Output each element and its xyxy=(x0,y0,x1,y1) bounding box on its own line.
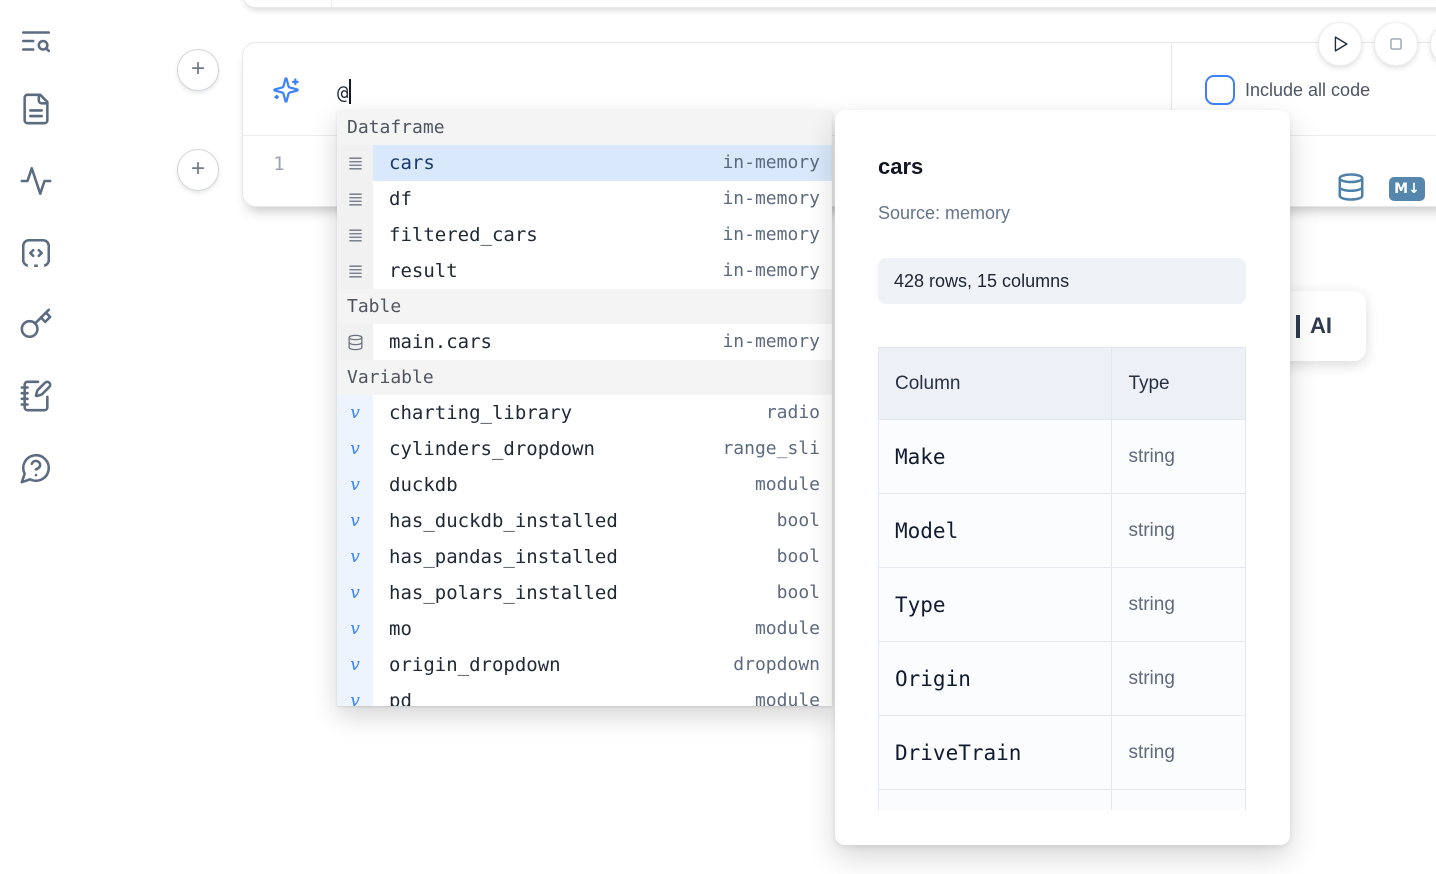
prompt-divider xyxy=(1171,43,1172,135)
help-circle-icon[interactable] xyxy=(19,451,53,485)
autocomplete-item-main.cars[interactable]: main.cars in-memory xyxy=(337,324,832,360)
preview-schema-row-clipped xyxy=(878,789,1246,810)
item-type: bool xyxy=(776,510,820,531)
dataframe-icon xyxy=(337,145,373,181)
preview-column-header: Column xyxy=(878,347,1113,420)
item-type: range_sli xyxy=(722,438,820,459)
autocomplete-item-result[interactable]: result in-memory xyxy=(337,253,832,289)
autocomplete-item-charting_library[interactable]: v charting_library radio xyxy=(337,395,832,431)
item-type: dropdown xyxy=(733,654,820,675)
item-name: filtered_cars xyxy=(389,224,538,246)
item-name: mo xyxy=(389,618,412,640)
sidebar xyxy=(0,0,70,874)
item-name: has_polars_installed xyxy=(389,582,618,604)
activity-icon[interactable] xyxy=(19,164,53,198)
item-name: cylinders_dropdown xyxy=(389,438,595,460)
notebook-pen-icon[interactable] xyxy=(19,379,53,413)
variable-icon: v xyxy=(337,575,373,611)
add-cell-button-top[interactable]: + xyxy=(177,49,219,91)
variable-icon: v xyxy=(337,683,373,706)
variable-icon: v xyxy=(337,467,373,503)
ai-button-partial-glyph xyxy=(1296,314,1300,338)
item-name: pd xyxy=(389,690,412,706)
database-output-icon[interactable] xyxy=(1336,171,1366,203)
stop-button[interactable] xyxy=(1374,22,1418,66)
autocomplete-section-dataframe: Dataframe xyxy=(337,110,832,145)
item-name: has_pandas_installed xyxy=(389,546,618,568)
editor-gutter-divider xyxy=(331,0,332,7)
include-all-code-checkbox[interactable] xyxy=(1205,75,1235,105)
item-type: bool xyxy=(776,582,820,603)
dataframe-preview-panel: cars Source: memory 428 rows, 15 columns… xyxy=(835,110,1290,845)
item-type: bool xyxy=(776,546,820,567)
dataframe-icon xyxy=(337,181,373,217)
autocomplete-item-df[interactable]: df in-memory xyxy=(337,181,832,217)
item-type: module xyxy=(754,474,820,495)
autocomplete-section-variable: Variable xyxy=(337,360,832,395)
code-square-dashed-icon[interactable] xyxy=(19,236,53,270)
autocomplete-item-filtered_cars[interactable]: filtered_cars in-memory xyxy=(337,217,832,253)
dataframe-icon xyxy=(337,253,373,289)
text-caret xyxy=(349,79,352,104)
dataframe-icon xyxy=(337,217,373,253)
code-line-number: 1 xyxy=(273,153,285,175)
sparkles-ai-icon xyxy=(272,76,300,104)
file-text-icon[interactable] xyxy=(19,92,53,126)
autocomplete-item-has_pandas_installed[interactable]: v has_pandas_installed bool xyxy=(337,539,832,575)
variable-icon: v xyxy=(337,611,373,647)
item-name: origin_dropdown xyxy=(389,654,561,676)
item-type: in-memory xyxy=(722,224,820,245)
autocomplete-item-has_polars_installed[interactable]: v has_polars_installed bool xyxy=(337,575,832,611)
item-type: module xyxy=(754,690,820,706)
preview-column-header: Type xyxy=(1111,347,1246,420)
item-name: duckdb xyxy=(389,474,458,496)
add-cell-button-bottom[interactable]: + xyxy=(177,149,219,191)
item-type: in-memory xyxy=(722,260,820,281)
item-type: in-memory xyxy=(722,331,820,352)
item-name: main.cars xyxy=(389,331,492,353)
item-name: has_duckdb_installed xyxy=(389,510,618,532)
item-name: charting_library xyxy=(389,402,573,424)
item-name: cars xyxy=(373,145,723,181)
include-all-code-label: Include all code xyxy=(1245,80,1371,100)
preview-source: Source: memory xyxy=(878,203,1011,223)
preview-title: cars xyxy=(878,154,924,179)
item-name: result xyxy=(389,260,458,282)
item-type: in-memory xyxy=(722,145,832,181)
variable-icon: v xyxy=(337,539,373,575)
item-type: radio xyxy=(765,402,820,423)
text-search-icon[interactable] xyxy=(19,24,53,58)
ai-prompt-input[interactable]: @ xyxy=(337,79,352,106)
preview-shape-badge: 428 rows, 15 columns xyxy=(878,258,1246,304)
ai-button-label: AI xyxy=(1310,313,1332,338)
play-button[interactable] xyxy=(1318,22,1362,66)
autocomplete-item-origin_dropdown[interactable]: v origin_dropdown dropdown xyxy=(337,647,832,683)
item-type: module xyxy=(754,618,820,639)
table-icon xyxy=(337,324,373,360)
previous-cell-fragment xyxy=(242,0,1436,8)
variable-icon: v xyxy=(337,647,373,683)
autocomplete-item-has_duckdb_installed[interactable]: v has_duckdb_installed bool xyxy=(337,503,832,539)
item-type: in-memory xyxy=(722,188,820,209)
variable-icon: v xyxy=(337,395,373,431)
markdown-badge-icon[interactable]: M↓ xyxy=(1389,177,1425,201)
item-name: df xyxy=(389,188,412,210)
key-icon[interactable] xyxy=(19,307,53,341)
variable-icon: v xyxy=(337,431,373,467)
autocomplete-item-cylinders_dropdown[interactable]: v cylinders_dropdown range_sli xyxy=(337,431,832,467)
variable-icon: v xyxy=(337,503,373,539)
autocomplete-section-table: Table xyxy=(337,289,832,324)
